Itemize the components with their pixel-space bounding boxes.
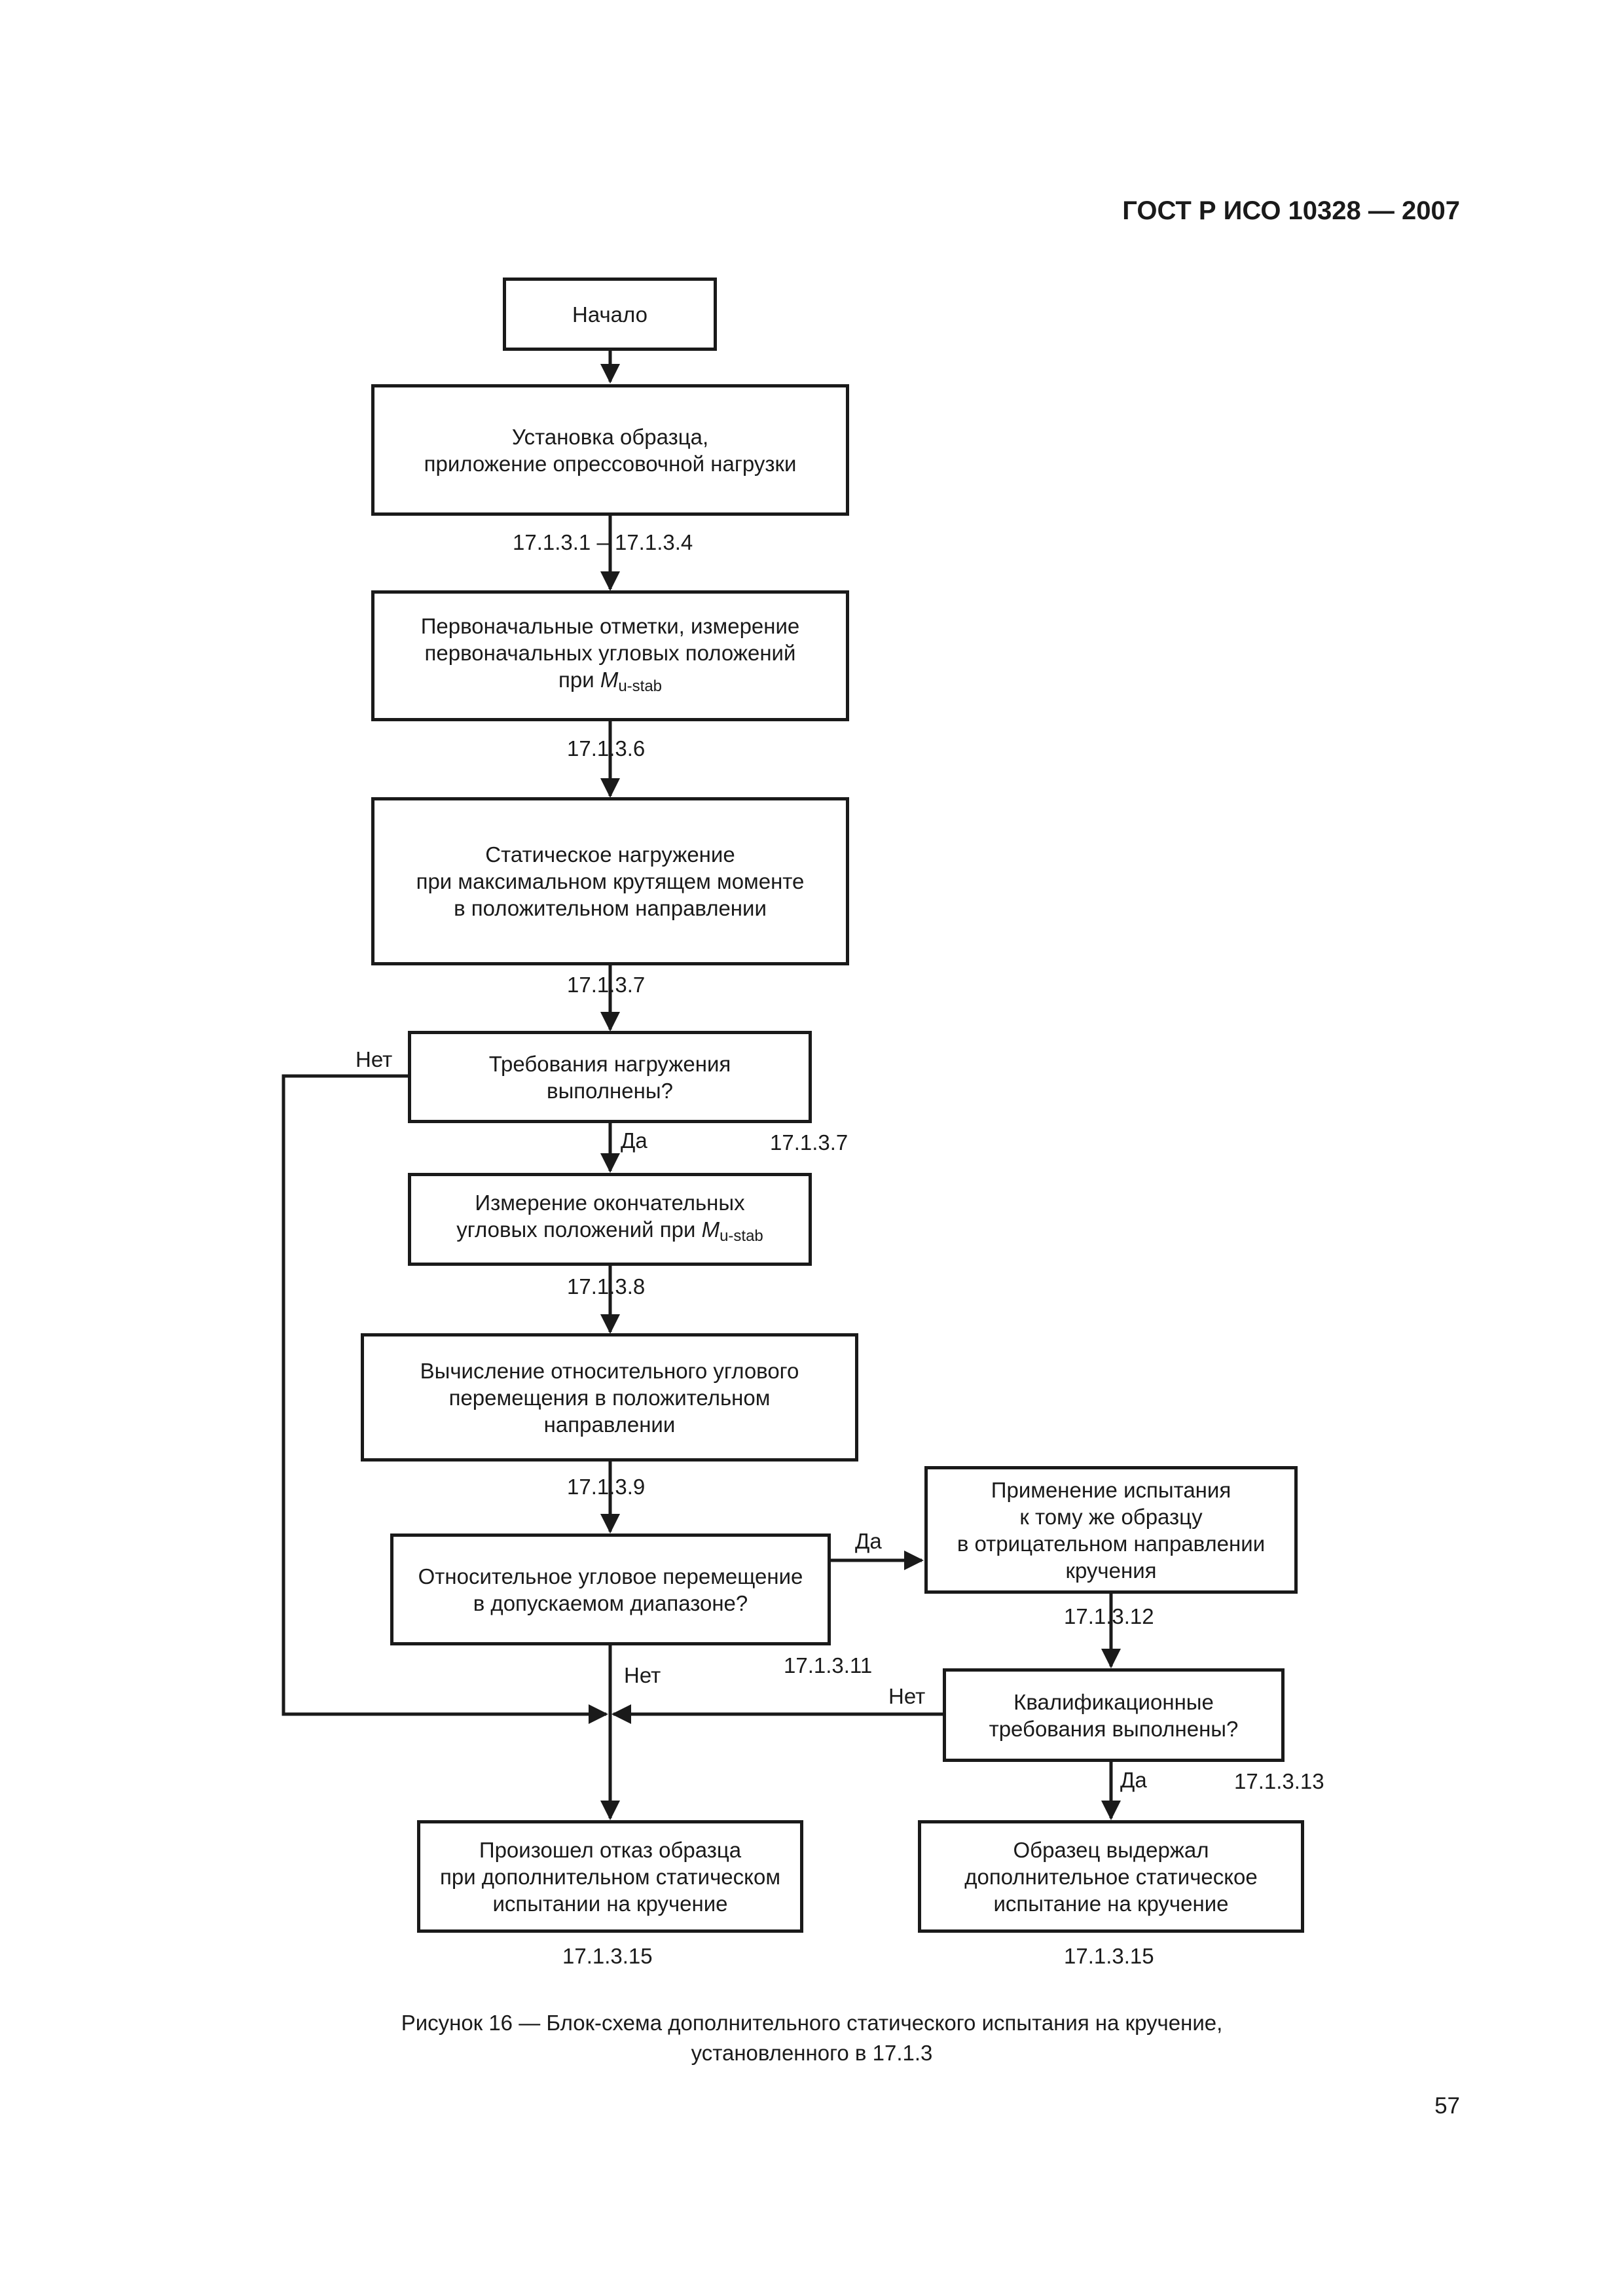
ref-label: 17.1.3.7 — [770, 1130, 848, 1155]
ref-label: 17.1.3.7 — [567, 973, 646, 997]
failed-result-box: Произошел отказ образца при дополнительн… — [417, 1820, 803, 1933]
arrow-requirements-no — [282, 1074, 608, 1724]
static-loading-box: Статическое нагружение при максимальном … — [371, 797, 849, 965]
document-header: ГОСТ Р ИСО 10328 — 2007 — [1122, 196, 1460, 225]
ref-label: 17.1.3.6 — [567, 736, 646, 761]
install-specimen-box: Установка образца,приложение опрессовочн… — [371, 384, 849, 516]
moment-symbol: M — [701, 1217, 720, 1242]
ref-label: 17.1.3.9 — [567, 1475, 646, 1499]
branch-yes-label: Да — [855, 1529, 882, 1553]
ref-label: 17.1.3.15 — [562, 1944, 653, 1968]
branch-no-label: Нет — [888, 1684, 926, 1708]
start-box: Начало — [503, 278, 717, 351]
figure-caption: Рисунок 16 — Блок-схема дополнительного … — [401, 2011, 1223, 2065]
ref-label: 17.1.3.1 – 17.1.3.4 — [513, 530, 693, 554]
branch-no-label: Нет — [624, 1663, 661, 1687]
ref-label: 17.1.3.12 — [1064, 1604, 1154, 1628]
branch-yes-label: Да — [621, 1128, 647, 1153]
final-measure-box: Измерение окончательных угловых положени… — [408, 1173, 812, 1266]
prefix-text: при — [558, 667, 600, 692]
negative-direction-test-box: Применение испытания к тому же образцу в… — [924, 1466, 1298, 1594]
moment-subscript: u-stab — [618, 677, 663, 695]
ref-label: 17.1.3.13 — [1234, 1769, 1324, 1793]
ref-label: 17.1.3.8 — [567, 1274, 646, 1299]
calc-displacement-box: Вычисление относительного углового перем… — [361, 1333, 858, 1462]
ref-label: 17.1.3.15 — [1064, 1944, 1154, 1968]
moment-symbol: M — [600, 667, 619, 692]
branch-yes-label: Да — [1120, 1768, 1147, 1792]
passed-result-box: Образец выдержал дополнительное статичес… — [918, 1820, 1304, 1933]
prefix-text: угловых положений при — [456, 1217, 702, 1242]
moment-subscript: u-stab — [720, 1227, 763, 1245]
ref-label: 17.1.3.11 — [784, 1653, 873, 1677]
branch-no-label: Нет — [356, 1047, 393, 1071]
page-number: 57 — [1434, 2093, 1460, 2119]
initial-marks-box: Первоначальные отметки, измерение первон… — [371, 590, 849, 721]
